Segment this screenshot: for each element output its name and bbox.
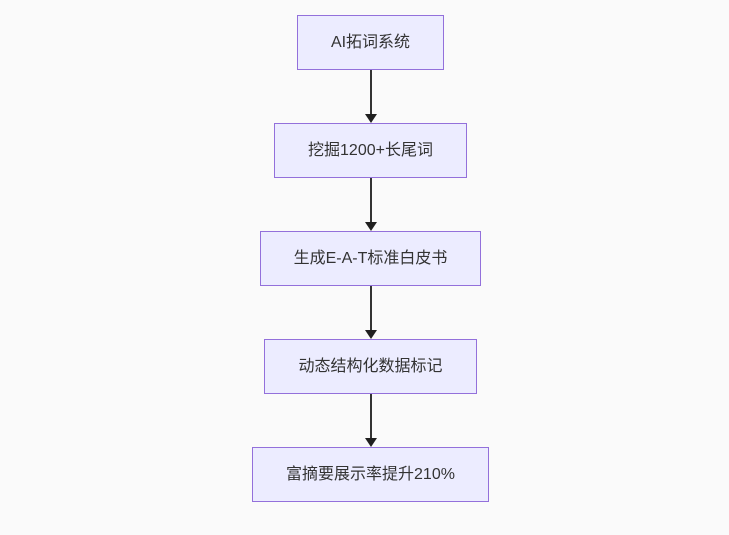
flow-node-longtail-mining: 挖掘1200+长尾词 (274, 123, 467, 178)
arrowhead-icon (364, 438, 377, 447)
arrow-line (369, 70, 372, 116)
arrow-line (369, 286, 372, 332)
flow-node-eat-whitepaper: 生成E-A-T标准白皮书 (259, 231, 482, 286)
flow-node-rich-snippet-result: 富摘要展示率提升210% (252, 447, 489, 502)
arrowhead-icon (364, 114, 377, 123)
flow-node-structured-data: 动态结构化数据标记 (264, 339, 477, 394)
arrow-line (369, 394, 372, 440)
arrowhead-icon (364, 222, 377, 231)
arrowhead-icon (364, 330, 377, 339)
arrow-line (369, 178, 372, 224)
flowchart: AI拓词系统 挖掘1200+长尾词 生成E-A-T标准白皮书 动态结构化数据标记… (6, 0, 729, 535)
flow-node-ai-keyword-system: AI拓词系统 (296, 15, 445, 70)
